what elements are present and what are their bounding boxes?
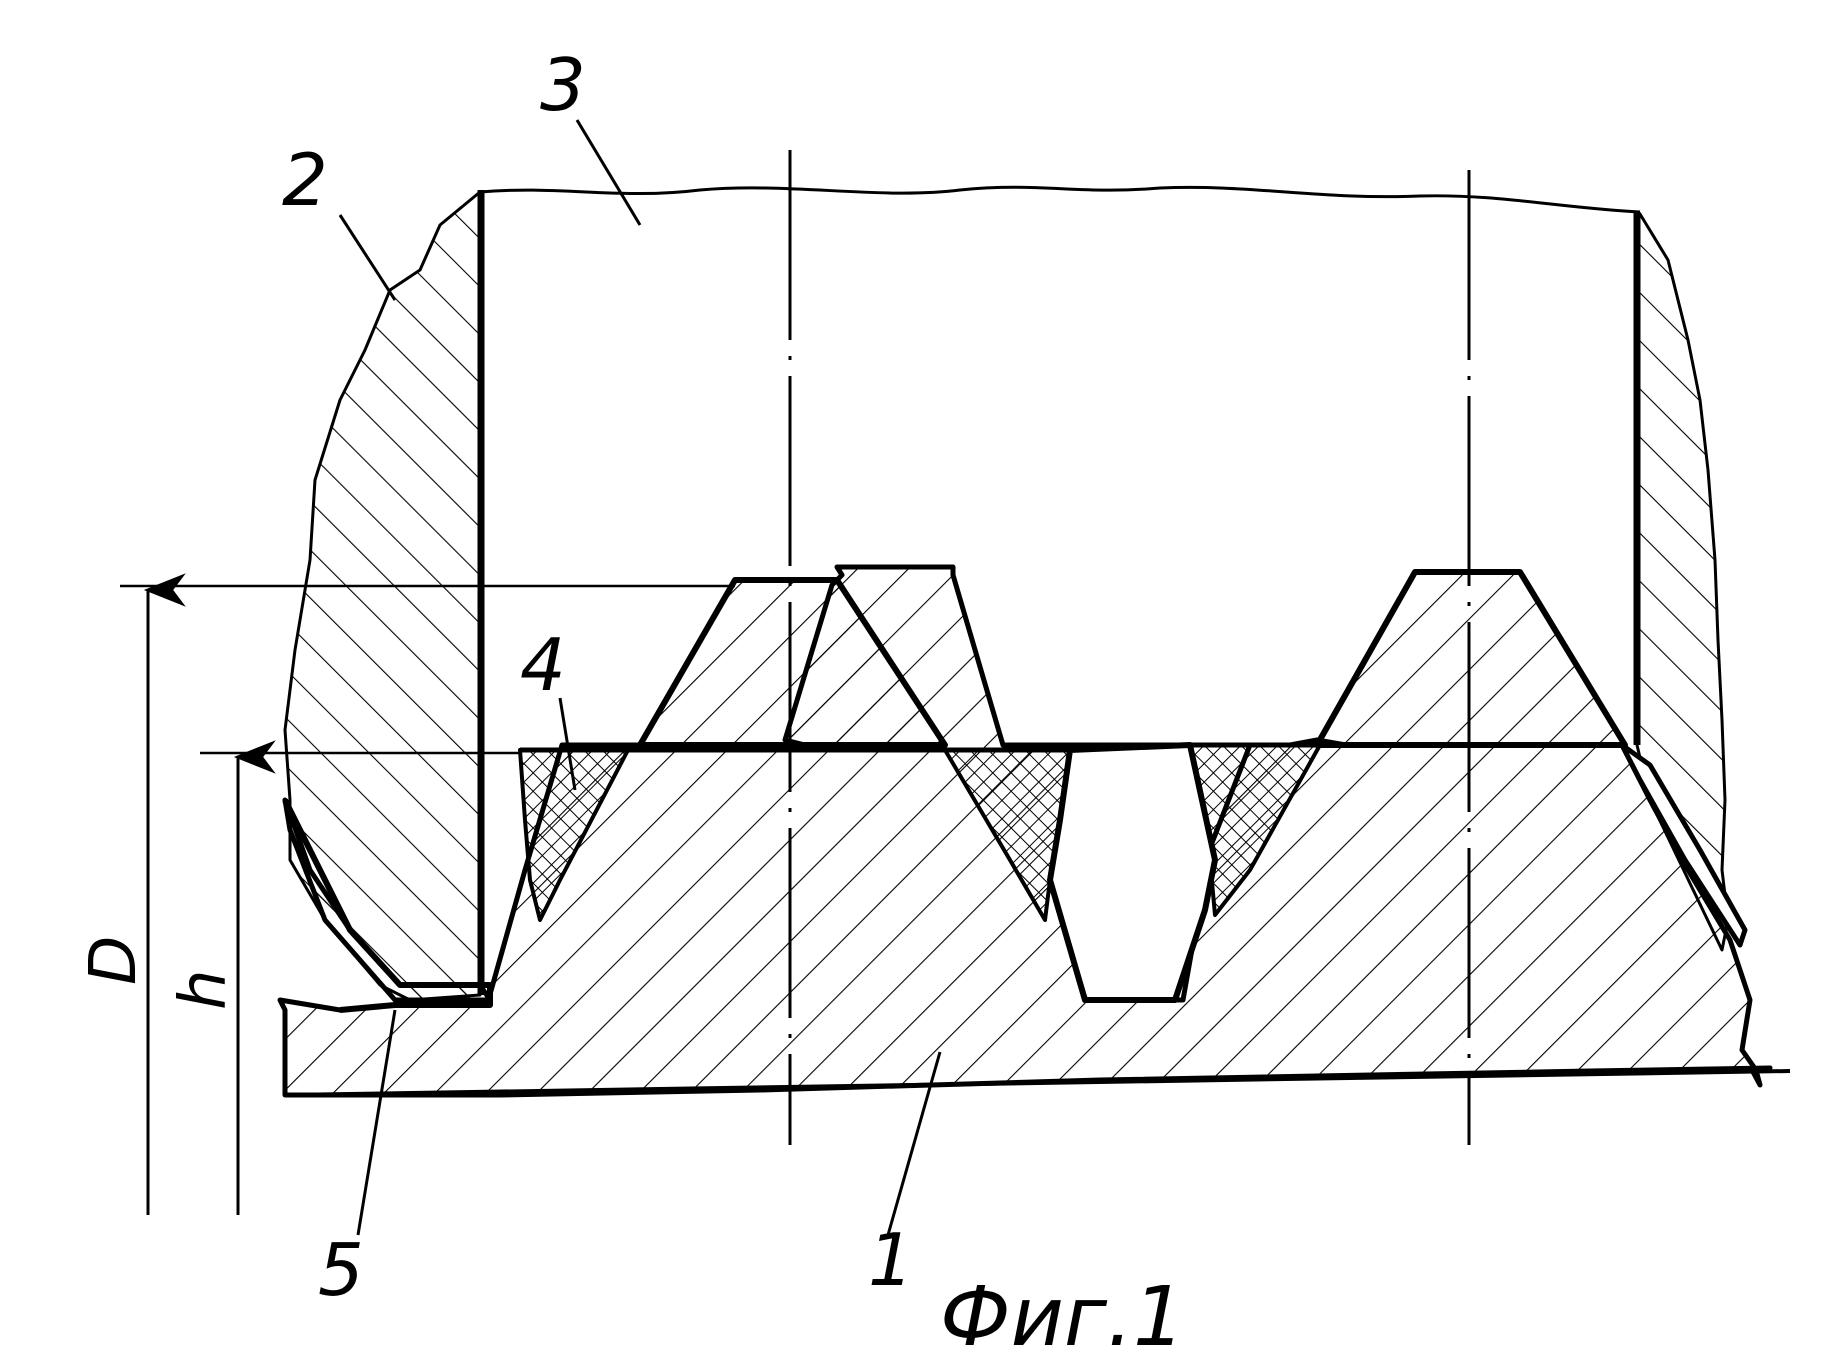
leader-1 (886, 1051, 942, 1236)
part-5-layer (282, 797, 493, 1003)
part-3-tooth-1 (637, 577, 948, 748)
dim-label-h: h (167, 969, 241, 1010)
label-5: 5 (318, 1228, 364, 1312)
label-3: 3 (540, 43, 586, 127)
leader-5 (356, 1009, 397, 1236)
label-2: 2 (282, 138, 328, 222)
figure-caption: Фиг.1 (940, 1270, 1185, 1359)
leader-2 (338, 214, 397, 301)
base-line (284, 1069, 1791, 1097)
right-lower-layer (1619, 742, 1748, 948)
leader-3 (575, 119, 642, 226)
label-1: 1 (868, 1218, 914, 1302)
part-3-top-edge (479, 185, 1641, 214)
part-5-edge (282, 798, 493, 1013)
label-4: 4 (520, 623, 566, 707)
leader-4 (558, 697, 577, 791)
groove (1047, 742, 1218, 1003)
part-3-tooth-2 (1314, 569, 1628, 748)
dim-label-D: D (77, 936, 151, 985)
